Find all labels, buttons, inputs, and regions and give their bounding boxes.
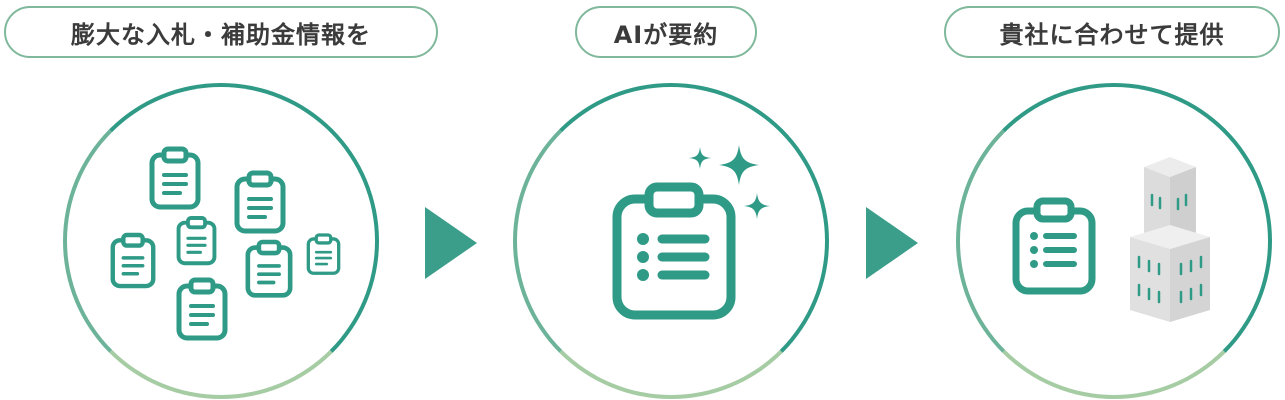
step-1-circle (63, 83, 379, 399)
step-1-label: 膨大な入札・補助金情報を (4, 6, 438, 58)
arrow-1 (425, 207, 477, 279)
step-2-circle (513, 83, 829, 399)
clipboard-icon (1012, 197, 1096, 295)
play-arrow-icon (866, 207, 918, 279)
clipboard-sparkle-icon (612, 145, 770, 320)
play-arrow-icon (425, 207, 477, 279)
arrow-2 (866, 207, 918, 279)
clipboard-icons-scattered (67, 87, 341, 395)
step-3-label: 貴社に合わせて提供 (944, 6, 1280, 58)
building-icon (1130, 157, 1210, 322)
step-2-label: AIが要約 (575, 6, 757, 58)
step-3-circle (956, 83, 1272, 399)
